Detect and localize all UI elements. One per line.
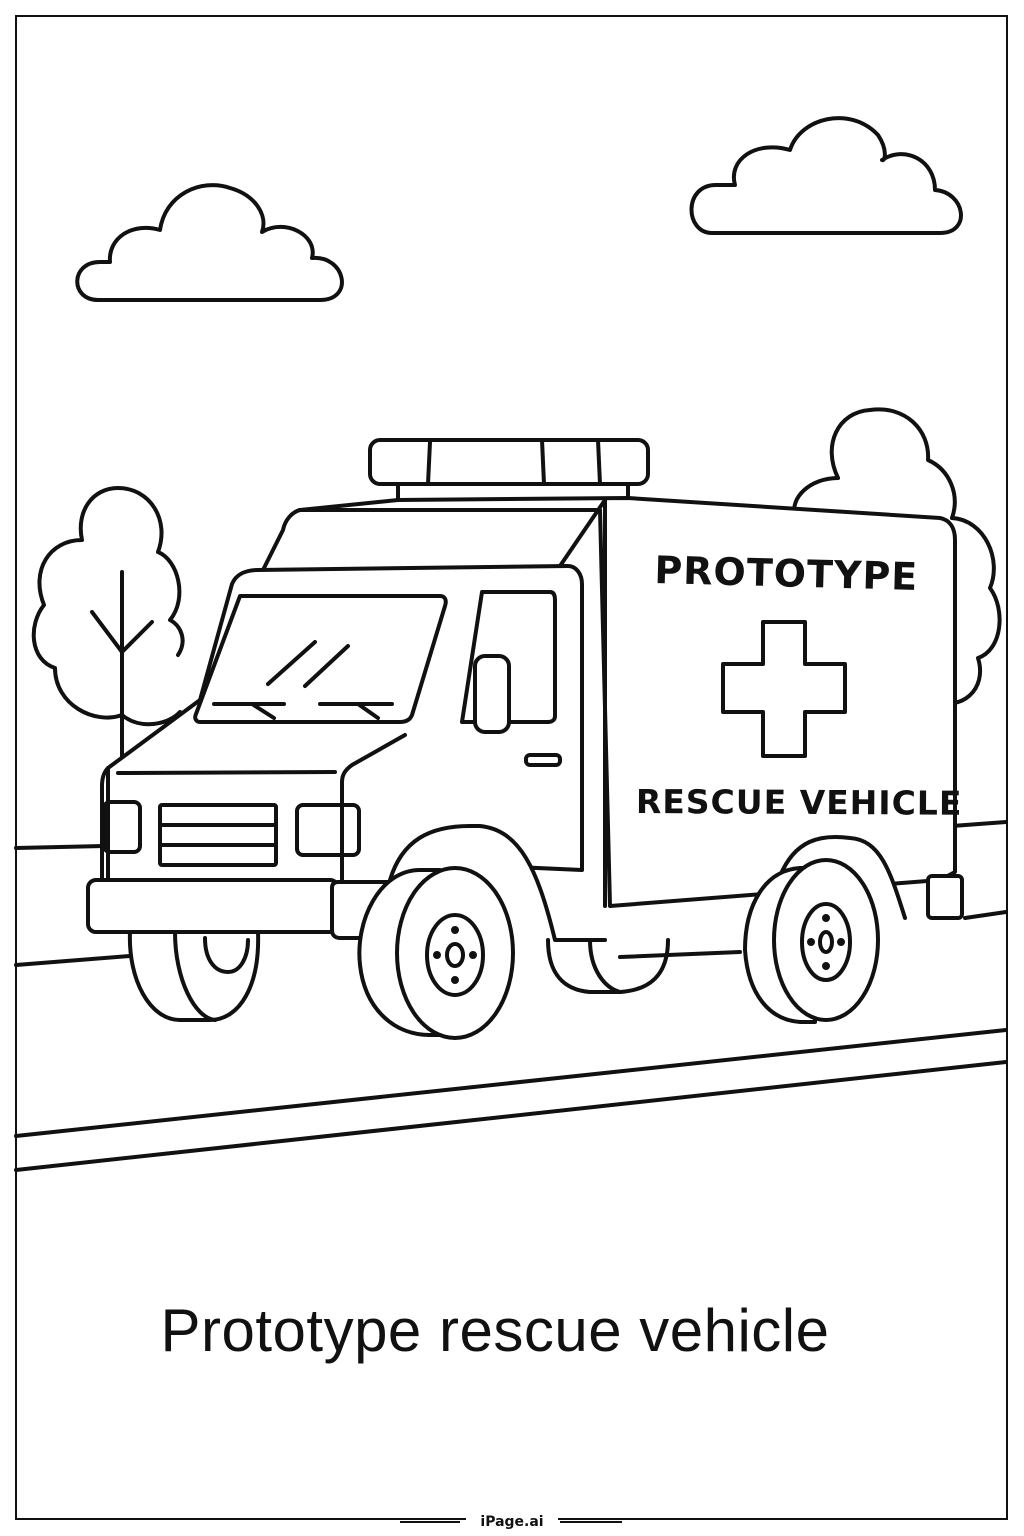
road [14,1028,1008,1172]
footer: iPage.ai [0,1510,1024,1534]
hidden-wheel-front-icon [127,930,261,1022]
hidden-wheel-rear-icon [546,938,742,994]
side-label-rescue-vehicle: RESCUE VEHICLE [635,782,963,823]
page-caption: Prototype rescue vehicle [160,1297,830,1364]
cross-icon [721,620,847,758]
light-bar-icon [368,438,650,502]
cloud-right-icon [689,116,963,235]
footer-brand: iPage.ai [466,1514,558,1530]
ambulance-body [260,496,964,920]
front-wheel-arch [388,824,607,942]
rear-wheel-icon [743,858,880,1024]
cloud-left-icon [75,183,344,302]
front-wheel-icon [357,866,515,1040]
footer-divider-right [560,1521,622,1523]
tree-left-icon [31,486,185,782]
footer-divider-left [400,1521,460,1523]
side-label-prototype: PROTOTYPE [653,548,919,599]
